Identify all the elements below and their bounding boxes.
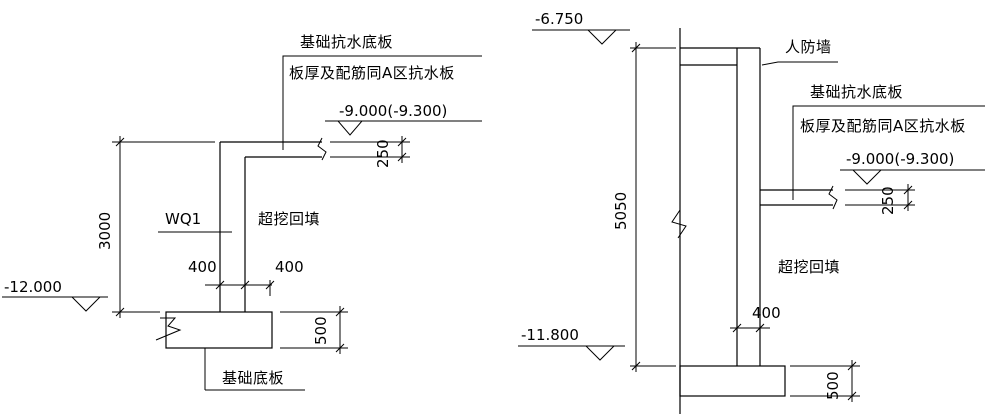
left-offset-tick-1 [215, 280, 225, 290]
left-footing [165, 311, 273, 349]
right-slab-label: 基础抗水底板 [810, 83, 903, 101]
left-break-mark-slab [317, 137, 327, 161]
left-dim-slab: 250 [374, 139, 392, 168]
right-dim-slab: 250 [879, 186, 897, 215]
right-level-triangle-top [586, 29, 618, 45]
left-level-triangle-bottom [70, 296, 102, 312]
right-tick-1 [903, 185, 913, 195]
right-height-tick-1 [631, 43, 641, 53]
left-height-tick-1 [115, 137, 125, 147]
right-dim-footing: 500 [824, 371, 842, 400]
right-dim-height: 5050 [612, 192, 630, 230]
right-level-triangle-slab [851, 169, 883, 185]
right-offset-tick-2 [755, 323, 765, 333]
right-level-top: -6.750 [535, 10, 583, 28]
right-level-bottom: -11.800 [521, 326, 579, 344]
right-dim-offset: 400 [752, 304, 781, 322]
left-height-tick-2 [115, 307, 125, 317]
left-slab-note: 板厚及配筋同A区抗水板 [289, 64, 455, 82]
left-level-triangle-top [336, 120, 364, 136]
right-break-mark-slab [828, 185, 838, 210]
right-backfill-label: 超挖回填 [778, 258, 840, 276]
left-detail: 基础抗水底板 板厚及配筋同A区抗水板 -9.000(-9.300) 250 基础… [2, 33, 482, 391]
left-slab-leader [282, 55, 482, 150]
right-wall-label-leader [761, 61, 838, 66]
right-level-triangle-bottom [584, 345, 616, 361]
left-break-mark-footing [155, 317, 182, 341]
left-dim-offset-left: 400 [188, 258, 217, 276]
right-slab-note: 板厚及配筋同A区抗水板 [800, 117, 966, 135]
left-slab-label: 基础抗水底板 [300, 33, 393, 51]
left-offset-tick-2 [240, 280, 250, 290]
right-footing [679, 365, 786, 397]
right-level-slab: -9.000(-9.300) [846, 150, 954, 168]
left-dim-offset-right: 400 [275, 258, 304, 276]
right-slab-leader [792, 105, 985, 200]
left-tick-1 [397, 137, 407, 147]
right-tick-2 [903, 200, 913, 210]
left-dim-footing: 500 [312, 316, 330, 345]
right-dim500-tick-1 [847, 361, 857, 371]
left-dim-height: 3000 [96, 212, 114, 250]
left-tick-2 [397, 152, 407, 162]
left-backfill-label: 超挖回填 [258, 210, 320, 228]
right-offset-tick-1 [732, 323, 742, 333]
left-dim500-tick-1 [335, 307, 345, 317]
right-break-mark-wall [671, 209, 687, 239]
left-level-bottom: -12.000 [4, 278, 62, 296]
left-level-top: -9.000(-9.300) [339, 102, 447, 120]
left-dim500-tick-2 [335, 343, 345, 353]
left-footing-label: 基础底板 [222, 369, 284, 387]
right-height-tick-2 [631, 361, 641, 371]
right-dim500-tick-2 [847, 391, 857, 401]
right-wall-label: 人防墙 [785, 38, 832, 56]
right-detail: -6.750 人防墙 基础抗水底板 板厚及配筋同A区抗水板 -9.000(-9.… [518, 10, 985, 414]
left-wall-tag: WQ1 [165, 210, 201, 228]
